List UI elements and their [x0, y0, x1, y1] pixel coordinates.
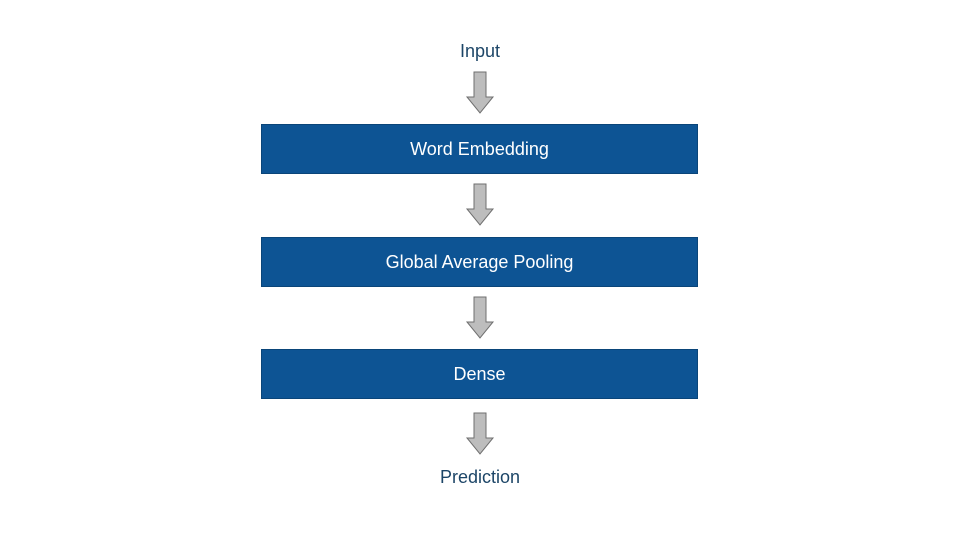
down-arrow-icon	[465, 412, 495, 455]
layer-label: Dense	[453, 363, 506, 384]
down-arrow-icon	[465, 296, 495, 339]
input-label: Input	[459, 41, 501, 61]
down-arrow-icon	[465, 71, 495, 114]
layer-box-word-embedding: Word Embedding	[261, 124, 698, 174]
layer-label: Word Embedding	[410, 138, 549, 159]
layer-box-global-average-pooling: Global Average Pooling	[261, 237, 698, 287]
output-label: Prediction	[439, 467, 521, 487]
layer-box-dense: Dense	[261, 349, 698, 399]
down-arrow-icon	[465, 183, 495, 226]
layer-label: Global Average Pooling	[385, 251, 574, 272]
